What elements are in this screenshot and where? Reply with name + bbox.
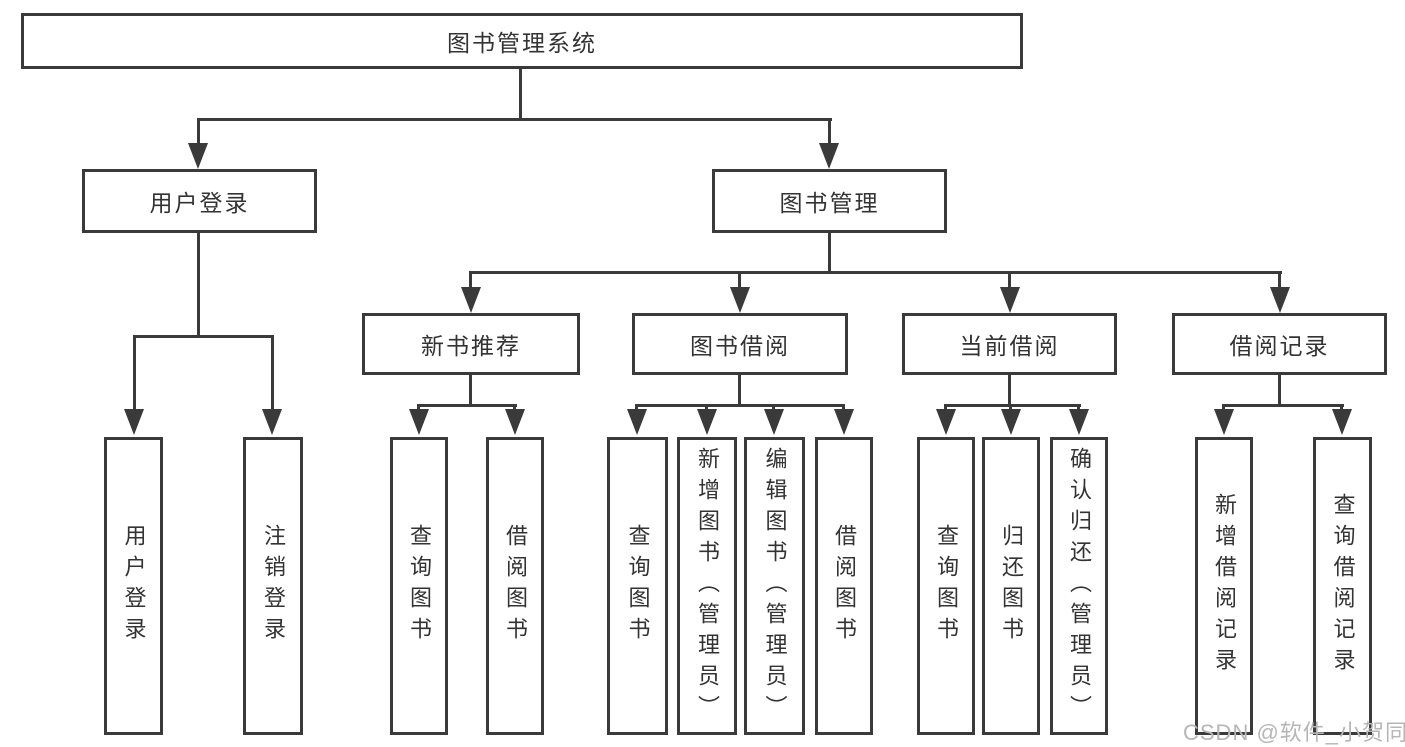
node-label: 确认归还（管理员）	[1067, 446, 1092, 726]
arrowhead-down-icon	[262, 409, 282, 435]
connector-line	[133, 335, 274, 338]
node-label: 借阅图书	[503, 524, 528, 648]
node-label: 新书推荐	[421, 333, 521, 359]
node-label: 图书借阅	[690, 333, 790, 359]
arrowhead-down-icon	[834, 409, 854, 435]
connector-line	[1278, 271, 1281, 291]
node-label: 借阅图书	[832, 524, 857, 648]
connector-line	[469, 271, 472, 291]
leaf-query-books-current: 查询图书	[917, 437, 975, 735]
leaf-query-books-borrow: 查询图书	[607, 437, 668, 735]
leaf-return-book: 归还图书	[982, 437, 1040, 735]
connector-line	[738, 375, 741, 406]
node-label: 查询借阅记录	[1330, 493, 1356, 679]
node-label: 新增图书（管理员）	[695, 446, 720, 726]
leaf-logout: 注销登录	[243, 437, 303, 735]
leaf-add-book-admin: 新增图书（管理员）	[677, 437, 737, 735]
arrowhead-down-icon	[1000, 287, 1020, 313]
arrowhead-down-icon	[505, 409, 525, 435]
arrowhead-down-icon	[627, 409, 647, 435]
arrowhead-down-icon	[1270, 287, 1290, 313]
connector-line	[197, 118, 200, 147]
connector-line	[519, 66, 522, 121]
connector-line	[1222, 404, 1344, 407]
arrowhead-down-icon	[124, 409, 144, 435]
arrowhead-down-icon	[461, 287, 481, 313]
node-library-system: 图书管理系统	[21, 13, 1023, 69]
node-current-borrow: 当前借阅	[902, 313, 1117, 375]
connector-line	[470, 271, 1282, 274]
node-label: 图书管理系统	[447, 30, 597, 56]
arrowhead-down-icon	[1214, 409, 1234, 435]
arrowhead-down-icon	[1069, 409, 1089, 435]
connector-line	[271, 335, 274, 413]
node-new-book-recommend: 新书推荐	[362, 313, 580, 375]
leaf-edit-book-admin: 编辑图书（管理员）	[744, 437, 805, 735]
connector-line	[1008, 271, 1011, 291]
connector-line	[828, 118, 831, 147]
arrowhead-down-icon	[1332, 409, 1352, 435]
connector-line	[197, 233, 200, 338]
connector-line	[469, 375, 472, 406]
leaf-confirm-return-admin: 确认归还（管理员）	[1050, 437, 1108, 735]
connector-line	[1008, 375, 1011, 406]
connector-line	[1278, 375, 1281, 406]
connector-line	[944, 404, 1081, 407]
node-label: 新增借阅记录	[1212, 493, 1237, 679]
leaf-query-books-recommend: 查询图书	[390, 437, 448, 735]
node-label: 查询图书	[407, 524, 432, 648]
node-book-management: 图书管理	[712, 169, 947, 233]
leaf-borrow-books-recommend: 借阅图书	[486, 437, 544, 735]
node-label: 借阅记录	[1229, 333, 1330, 359]
arrowhead-down-icon	[764, 409, 784, 435]
node-label: 查询图书	[625, 524, 651, 648]
node-label: 编辑图书（管理员）	[762, 446, 788, 726]
node-label: 用户登录	[149, 190, 250, 216]
leaf-borrow-books-borrow: 借阅图书	[815, 437, 873, 735]
leaf-add-borrow-record: 新增借阅记录	[1195, 437, 1253, 735]
leaf-query-borrow-record: 查询借阅记录	[1313, 437, 1372, 735]
node-label: 注销登录	[261, 524, 286, 648]
node-book-borrow: 图书借阅	[632, 313, 848, 375]
csdn-watermark: CSDN @软件_小贺同学	[1183, 720, 1405, 745]
arrowhead-down-icon	[730, 287, 750, 313]
node-label: 归还图书	[999, 524, 1024, 648]
node-label: 当前借阅	[959, 333, 1060, 359]
connector-line	[133, 335, 136, 413]
arrowhead-down-icon	[188, 143, 208, 169]
connector-line	[828, 233, 831, 274]
node-borrow-records: 借阅记录	[1172, 313, 1387, 375]
node-user-login: 用户登录	[82, 169, 317, 233]
connector-line	[738, 271, 741, 291]
node-label: 图书管理	[779, 190, 880, 216]
arrowhead-down-icon	[409, 409, 429, 435]
leaf-user-login: 用户登录	[104, 437, 163, 735]
arrowhead-down-icon	[819, 143, 839, 169]
connector-line	[417, 404, 517, 407]
connector-line	[635, 404, 845, 407]
arrowhead-down-icon	[936, 409, 956, 435]
node-label: 用户登录	[121, 524, 147, 648]
arrowhead-down-icon	[1001, 409, 1021, 435]
connector-line	[197, 118, 832, 121]
arrowhead-down-icon	[697, 409, 717, 435]
node-label: 查询图书	[934, 524, 959, 648]
